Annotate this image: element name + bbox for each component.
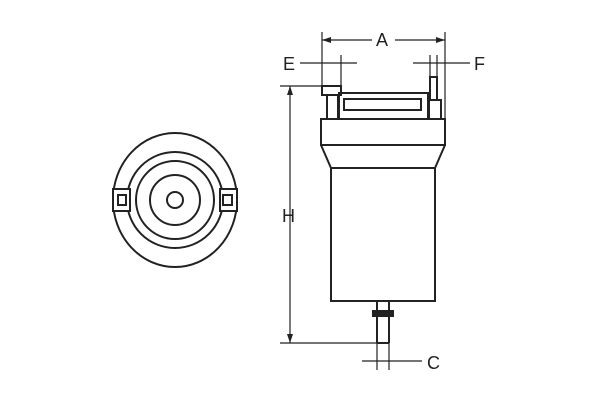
dimension-label-f: F bbox=[474, 54, 485, 74]
top-view bbox=[112, 132, 238, 268]
dimension-label-c: C bbox=[427, 353, 440, 373]
side-view bbox=[320, 76, 446, 344]
dimension-lines bbox=[280, 32, 470, 370]
dimension-label-e: E bbox=[283, 54, 296, 74]
arrowheads bbox=[287, 37, 445, 343]
dimension-label-a: A bbox=[376, 30, 389, 50]
dimension-label-h: H bbox=[282, 206, 295, 226]
